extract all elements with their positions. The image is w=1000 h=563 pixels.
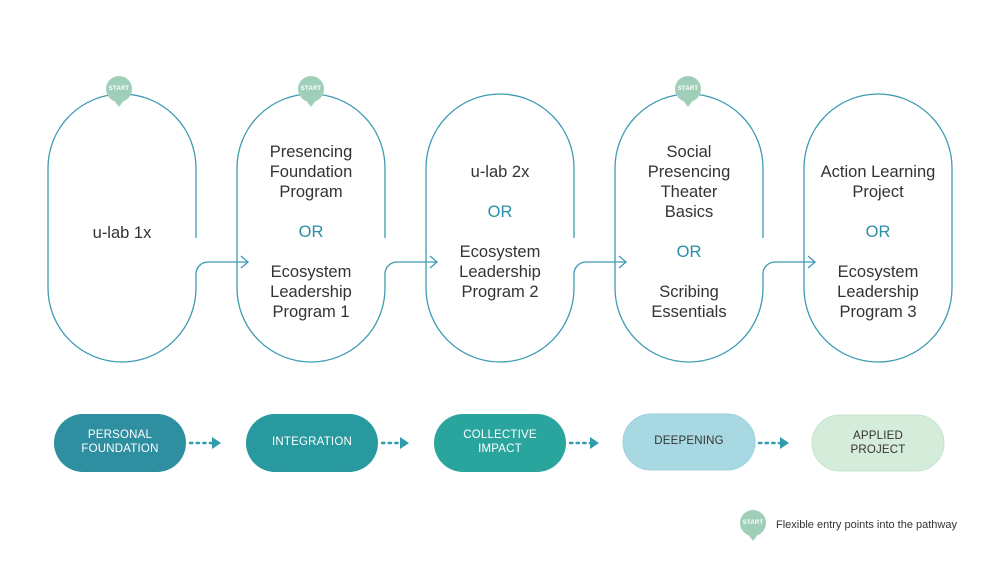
stage-label-deepening: DEEPENING [654,435,724,447]
course-2-or: OR [298,223,324,241]
legend-start-marker [740,510,766,541]
arrowhead-2 [429,255,438,269]
course-outline-4 [614,93,815,363]
start-label-3: START [677,86,699,92]
start-marker-1 [106,76,132,107]
stage-connector-arrow-4 [780,437,789,449]
course-5-line: Action Learning [820,163,936,181]
stage-connector-arrow-2 [400,437,409,449]
course-3-line: u-lab 2x [470,163,530,181]
course-3-or: OR [487,203,513,221]
course-4-line: Social [666,143,712,161]
course-2-line: Program [279,183,343,201]
course-2-alt-line: Leadership [270,283,352,301]
legend-label: Flexible entry points into the pathway [776,519,957,531]
stage-connector-arrow-1 [212,437,221,449]
course-4-line: Theater [660,183,718,201]
stage-label-collective-impact: COLLECTIVE IMPACT [463,429,537,455]
course-card-2: Presencing Foundation Program OR Ecosyst… [241,142,381,322]
course-outline-5 [803,93,953,363]
course-1-title: u-lab 1x [92,224,152,242]
course-5-alt-line: Ecosystem [837,263,919,281]
arrowhead-4 [807,255,816,269]
course-3-alt-line: Leadership [459,263,541,281]
course-card-1: u-lab 1x [52,223,192,243]
stage-label-integration: INTEGRATION [272,436,352,448]
course-card-4: Social Presencing Theater Basics OR Scri… [619,142,759,322]
course-2-line: Foundation [269,163,353,181]
course-3-alt-line: Program 2 [461,283,539,301]
start-label-2: START [300,86,322,92]
course-4-alt-line: Scribing [659,283,719,301]
course-outline-2 [236,93,437,363]
stage-pill-2 [246,414,378,472]
stage-pill-3 [434,414,566,472]
legend-start-label: START [742,520,764,526]
course-3-alt-line: Ecosystem [459,243,541,261]
arrowhead-1 [240,255,249,269]
stage-pill-4 [622,413,756,471]
stage-pill-1 [54,414,186,472]
stage-connector-arrow-3 [590,437,599,449]
course-2-alt-line: Program 1 [272,303,350,321]
course-4-alt-line: Essentials [651,303,727,321]
arrowhead-3 [618,255,627,269]
course-4-line: Presencing [647,163,731,181]
start-marker-3 [675,76,701,107]
course-5-or: OR [865,223,891,241]
course-5-alt-line: Program 3 [839,303,917,321]
course-5-alt-line: Leadership [837,283,919,301]
course-2-line: Presencing [269,143,353,161]
course-2-alt-line: Ecosystem [270,263,352,281]
course-5-line: Project [852,183,904,201]
start-marker-2 [298,76,324,107]
stage-label-personal-foundation: PERSONAL FOUNDATION [81,429,159,455]
course-outline-3 [425,93,626,363]
stage-pill-5 [811,414,945,472]
course-4-line: Basics [664,203,714,221]
stage-label-applied-project: APPLIED PROJECT [850,430,906,456]
course-card-3: u-lab 2x OR Ecosystem Leadership Program… [430,162,570,302]
course-outline-1 [47,93,248,363]
course-card-5: Action Learning Project OR Ecosystem Lea… [808,162,948,322]
start-label-1: START [108,86,130,92]
course-4-or: OR [676,243,702,261]
